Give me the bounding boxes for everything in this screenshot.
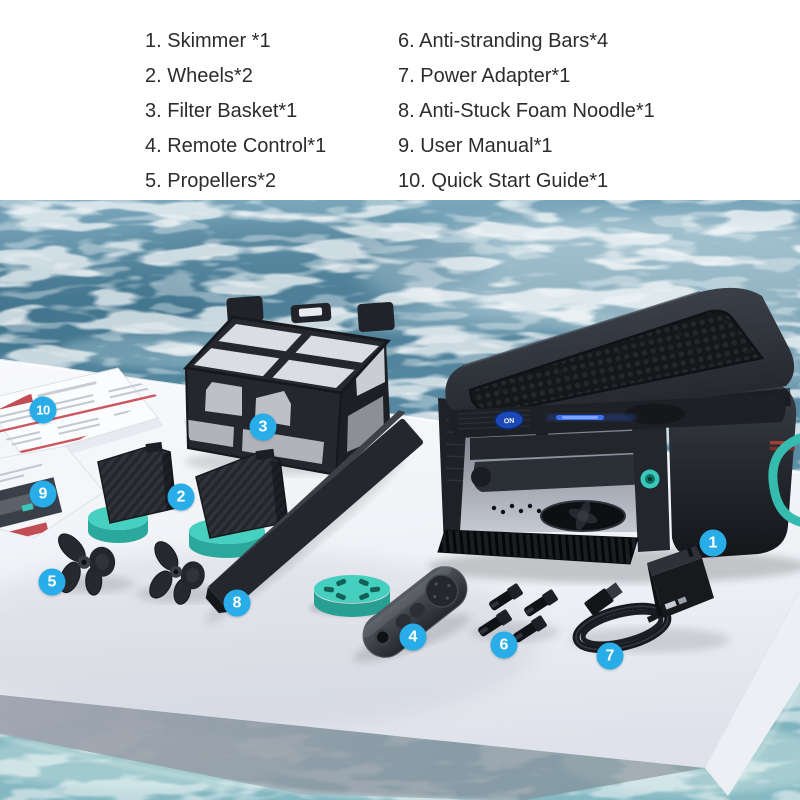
- skimmer-roller: [472, 454, 651, 492]
- power-switch: [495, 410, 523, 430]
- bar: [524, 589, 558, 617]
- platform-right-face: [705, 590, 800, 796]
- adapter-connector: [584, 582, 623, 616]
- filter-basket: [183, 296, 395, 477]
- skimmer-body: [668, 386, 797, 558]
- remote-button: [409, 602, 426, 618]
- bar: [489, 583, 523, 611]
- adapter-cable: [572, 602, 672, 654]
- packing-list-item: 1. Skimmer *1: [145, 30, 271, 52]
- packing-list-item: 3. Filter Basket*1: [145, 100, 298, 122]
- wheels: [88, 441, 289, 558]
- skimmer-front-bar: ON: [449, 394, 786, 438]
- item-badge-9: 9: [29, 480, 57, 508]
- power-switch-label: ON: [504, 418, 515, 426]
- item-badge-6: 6: [490, 631, 518, 659]
- propellers: [42, 533, 224, 605]
- remote-lanyard-hole: [374, 628, 391, 646]
- packing-list-left-column: 1. Skimmer *1 2. Wheels*2 3. Filter Bask…: [145, 24, 326, 199]
- anti-stranding-bars: [470, 583, 560, 643]
- propeller: [58, 533, 116, 596]
- camera-pill: [625, 403, 685, 425]
- propeller: [149, 541, 205, 605]
- item-badge-1: 1: [699, 529, 727, 557]
- item-badge-2: 2: [167, 483, 195, 511]
- item-badge-4: 4: [399, 623, 427, 651]
- item-badge-8: 8: [223, 589, 251, 617]
- packing-list-item: 10. Quick Start Guide*1: [398, 170, 609, 192]
- packing-list-item: 4. Remote Control*1: [145, 135, 327, 157]
- item-badge-5: 5: [38, 568, 66, 596]
- skimmer-cable: [768, 433, 800, 527]
- packing-list-item: 5. Propellers*2: [145, 170, 277, 192]
- item-badge-10: 10: [29, 396, 57, 424]
- product-photo: ON: [0, 200, 800, 800]
- packing-list-item: 6. Anti-stranding Bars*4: [398, 30, 609, 52]
- packing-list-item: 7. Power Adapter*1: [398, 65, 571, 87]
- item-badge-3: 3: [249, 413, 277, 441]
- noodle-end-disc: [309, 575, 395, 617]
- item-badge-7: 7: [596, 642, 624, 670]
- packing-list-right-column: 6. Anti-stranding Bars*4 7. Power Adapte…: [398, 24, 655, 199]
- remote-dpad: [425, 574, 459, 608]
- skimmer: ON: [428, 287, 800, 583]
- wheel: [189, 448, 289, 558]
- packing-list-item: 2. Wheels*2: [145, 65, 253, 87]
- photo-scene: ON: [0, 200, 800, 800]
- adapter-block: [647, 543, 714, 618]
- skimmer-vents: [437, 529, 639, 565]
- packing-list-item: 9. User Manual*1: [398, 135, 553, 157]
- wheel: [88, 441, 177, 543]
- bar: [478, 609, 512, 637]
- packing-list: 1. Skimmer *1 2. Wheels*2 3. Filter Bask…: [0, 0, 800, 200]
- bar: [513, 615, 547, 643]
- packing-list-item: 8. Anti-Stuck Foam Noodle*1: [398, 100, 655, 122]
